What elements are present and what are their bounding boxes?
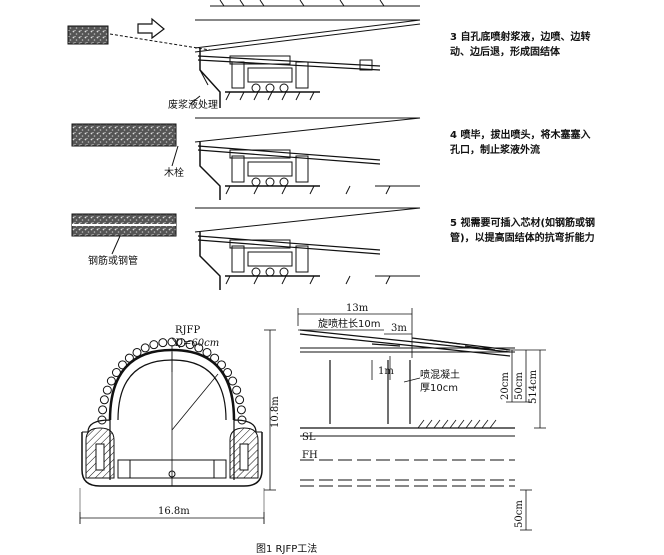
rjfp-column [176, 338, 186, 348]
shotcrete-thickness-label: 厚10cm [420, 382, 458, 394]
figure-caption: 图1 RJFP工法 [256, 544, 318, 555]
diameter-label: D=60cm [174, 338, 219, 349]
rjfp-column [194, 343, 204, 353]
fh-label: FH [302, 450, 318, 461]
rjfp-column [185, 340, 195, 350]
step-3-callout: 废浆液处理 [168, 98, 218, 111]
step-4-note: 4 喷毕，拔出喷头，将木塞塞入孔口，制止浆液外流 [450, 128, 600, 158]
dim-50cm-bottom: 50cm [514, 500, 525, 528]
dim-50cm: 50cm [514, 372, 525, 400]
rjfp-column [140, 343, 150, 353]
rjfp-column [132, 347, 142, 357]
ground-hatch-top [210, 0, 420, 7]
step-3-diagram: 废浆液处理 [67, 0, 421, 111]
rjfp-column [99, 395, 109, 405]
width-dimension: 16.8m [158, 506, 190, 517]
rjfp-column [158, 338, 168, 348]
rjfp-column [98, 405, 108, 415]
step-4-text: 喷毕，拔出喷头，将木塞塞入孔口，制止浆液外流 [450, 130, 591, 156]
soil-column [71, 123, 177, 147]
step-5-text: 视需要可插入芯材(如钢筋或钢管)，以提高固结体的抗弯折能力 [450, 218, 596, 244]
soil-block [67, 25, 109, 45]
rjfp-column [106, 376, 116, 386]
rjfp-column [232, 385, 242, 395]
rjfp-label: RJFP [175, 325, 200, 336]
column-length-label: 旋喷柱长10m [318, 317, 380, 330]
overlap-label: 3m [391, 323, 407, 334]
longitudinal-profile: 13m 旋喷柱长10m 3m 1m 喷混凝土 厚10cm [297, 303, 546, 531]
step-5-callout: 钢筋或钢管 [88, 254, 138, 267]
dim-514cm: 514cm [528, 369, 539, 404]
step-3-text: 自孔底喷射浆液，边喷、边转动、边后退，形成固结体 [450, 32, 591, 58]
step-4-number: 4 [450, 130, 457, 141]
step-4-callout: 木栓 [164, 166, 184, 179]
rjfp-column [236, 405, 246, 415]
offset-label: 1m [378, 366, 394, 377]
dim-20cm: 20cm [500, 372, 511, 400]
step-5-note: 5 视需要可插入芯材(如钢筋或钢管)，以提高固结体的抗弯折能力 [450, 216, 600, 246]
step-5-diagram: 钢筋或钢管 [71, 207, 421, 290]
step-5-number: 5 [450, 218, 457, 229]
tunnel-cross-section: RJFP D=60cm 10.8m 16.8m [79, 325, 281, 524]
rjfp-column [102, 385, 112, 395]
height-dimension: 10.8m [270, 396, 281, 428]
shotcrete-label: 喷混凝土 [420, 368, 460, 381]
rjfp-column [149, 340, 159, 350]
rjfp-column [228, 376, 238, 386]
total-length-label: 13m [346, 303, 369, 314]
step-4-diagram: 木栓 [71, 117, 421, 200]
sl-label: SL [302, 432, 316, 443]
step-3-number: 3 [450, 32, 457, 43]
arrow-icon [137, 17, 165, 40]
rjfp-column [235, 395, 245, 405]
step-3-note: 3 自孔底喷射浆液，边喷、边转动、边后退，形成固结体 [450, 30, 600, 60]
rjfp-column [202, 347, 212, 357]
